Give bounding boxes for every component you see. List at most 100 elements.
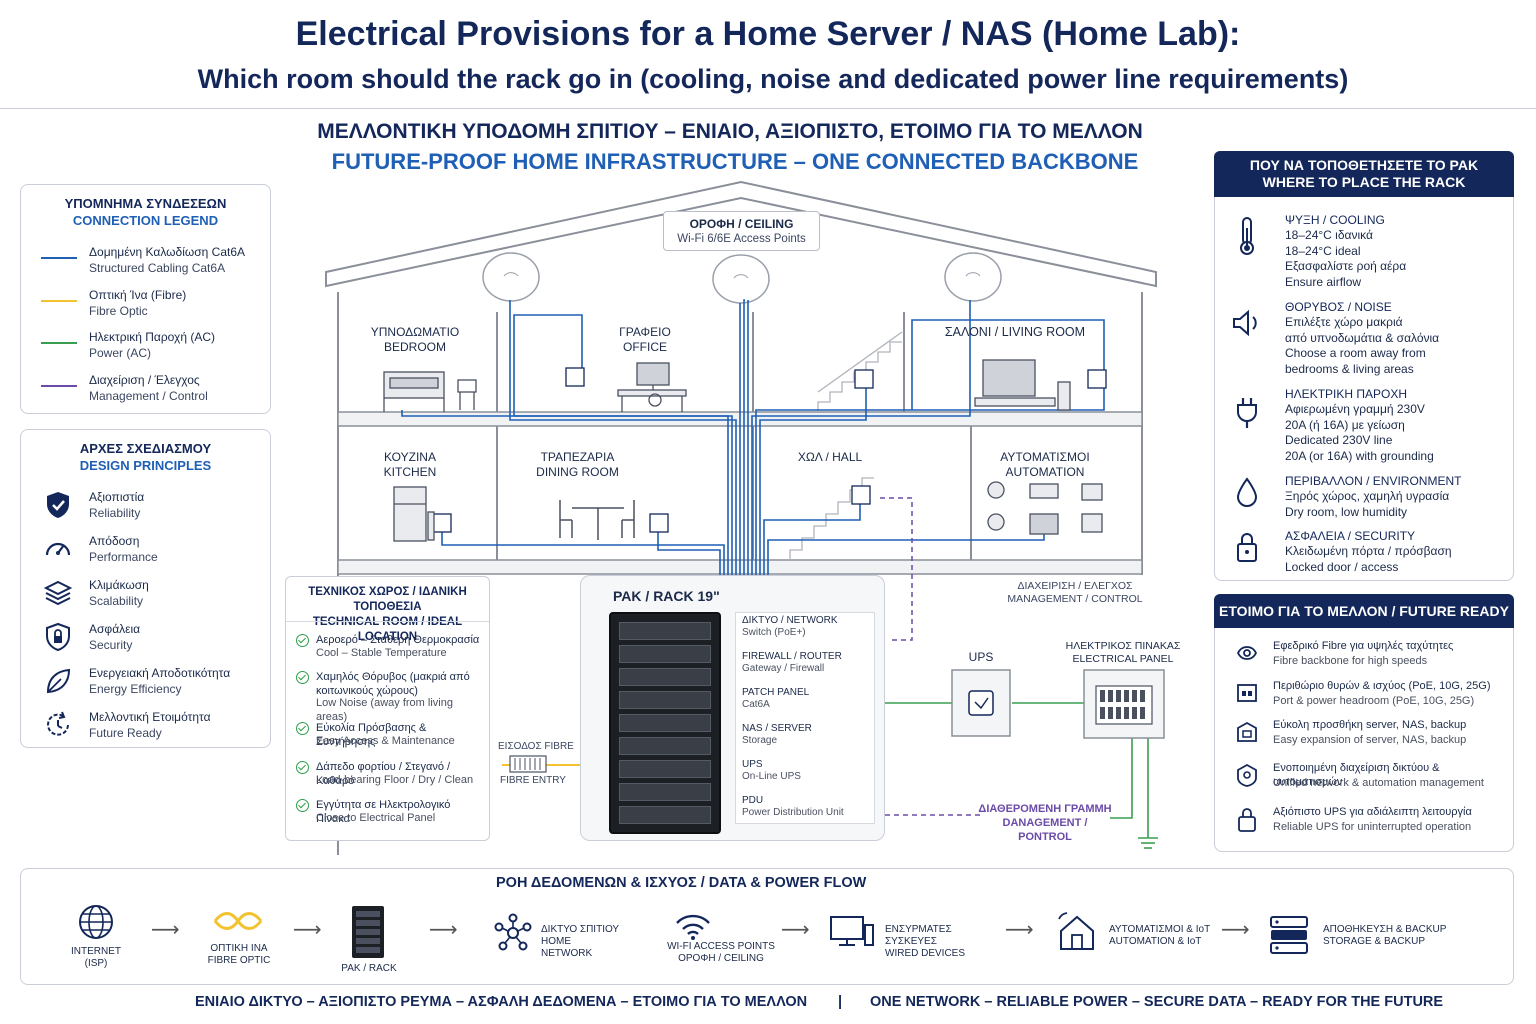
principle-label-gr: Ασφάλεια <box>89 622 141 636</box>
banner-greek: ΜΕΛΛΟΝΤΙΚΗ ΥΠΟΔΟΜΗ ΣΠΙΤΙΟΥ – ΕΝΙΑΙΟ, ΑΞΙ… <box>317 120 1143 143</box>
lock-icon <box>1237 533 1257 562</box>
legend-label-en: Fibre Optic <box>89 304 148 318</box>
room-label-en: BEDROOM <box>383 340 446 354</box>
flow-step-rack: ΡΑΚ / RACK <box>329 963 409 975</box>
electrical-panel-label-en: ELECTRICAL PANEL <box>1072 653 1174 665</box>
room-label: ΧΩΛ / HALL <box>797 450 863 464</box>
fibre-entry-label-gr: ΕΙΣΟΔΟΣ FIBRE <box>498 741 574 752</box>
management-label-en: MANAGEMENT / CONTROL <box>1007 593 1143 605</box>
room-label-gr: ΥΠΝΟΔΩΜΑΤΙΟ <box>370 325 460 339</box>
page-subtitle: Which room should the rack go in (coolin… <box>197 64 1349 94</box>
technical-item-en: Low Noise (away from living areas) <box>316 697 453 723</box>
principle-item-future-ready: Μελλοντική Ετοιμότητα Future Ready <box>21 708 270 744</box>
rack-item-en: Power Distribution Unit <box>742 807 844 818</box>
dedicated-line-label-gr: ΔΙΑΘΕΡΟΜΕΝΗ ΓΡΑΜΜΗ <box>978 803 1112 815</box>
future-item-gr: Αξιόπιστο UPS για αδιάλειπτη λειτουργία <box>1273 806 1472 818</box>
rack-unit <box>619 806 711 824</box>
dedicated-line-label-en: DANAGEMENT / PONTROL <box>1002 817 1088 843</box>
flow-step-l1: ΔΙΚΤΥΟ ΣΠΙΤΙΟΥ <box>541 924 620 935</box>
droplet-icon <box>1236 477 1258 507</box>
flow-step-l1: ΕΝΣΥΡΜΑΤΕΣ ΣΥΣΚΕΥΕΣ <box>885 924 952 947</box>
principles-title-en: DESIGN PRINCIPLES <box>79 458 212 473</box>
placement-line: Dry room, low humidity <box>1285 504 1408 519</box>
placement-line: Choose a room away from <box>1285 346 1426 360</box>
divider <box>286 621 489 622</box>
plug-icon <box>1237 398 1257 428</box>
principle-item-energy: Ενεργειακή Αποδοτικότητα Energy Efficien… <box>21 664 270 700</box>
fibre-line-swatch <box>41 300 77 302</box>
port-headroom-icon <box>1237 684 1257 702</box>
banner-english: FUTURE-PROOF HOME INFRASTRUCTURE – ONE C… <box>331 149 1139 174</box>
rack-unit <box>619 668 711 686</box>
thermometer-icon <box>1240 217 1254 255</box>
future-item-en: Port & power headroom (PoE, 10G, 25G) <box>1273 695 1475 707</box>
structured-cabling <box>401 299 1105 575</box>
legend-title-gr: ΥΠΟΜΝΗΜΑ ΣΥΝΔΕΣΕΩΝ <box>64 196 227 211</box>
placement-line: Επιλέξτε χώρο μακριά <box>1285 315 1403 329</box>
tv-unit <box>974 359 1071 411</box>
flow-step-l1: INTERNET <box>71 946 121 957</box>
technical-room-panel: ΤΕΧΝΙΚΟΣ ΧΩΡΟΣ / ΙΔΑΝΙΚΗ ΤΟΠΟΘΕΣΙΑ TECHN… <box>285 576 490 841</box>
rack-unit <box>619 760 711 778</box>
principle-label-en: Performance <box>89 550 158 564</box>
fibre-entry-label-en: FIBRE ENTRY <box>500 775 566 786</box>
technical-item-en: Easy Access & Maintenance <box>316 735 455 747</box>
rack-item-en: Cat6A <box>742 699 770 710</box>
flow-step-l2: FIBRE OPTIC <box>207 955 271 966</box>
connection-legend-panel: ΥΠΟΜΝΗΜΑ ΣΥΝΔΕΣΕΩΝ CONNECTION LEGEND Δομ… <box>20 184 271 414</box>
rack-item-gr: PDU <box>742 795 764 806</box>
ups-unit <box>951 669 1011 737</box>
placement-header: ΠΟΥ ΝΑ ΤΟΠΟΘΕΤΗΣΕΤΕ ΤΟ ΡΑΚ WHERE TO PLAC… <box>1214 151 1514 197</box>
principle-label-en: Future Ready <box>89 726 162 740</box>
flow-step-l2: HOME NETWORK <box>541 936 593 959</box>
principle-label-gr: Αξιοπιστία <box>89 490 145 504</box>
electrical-panel-label-gr: ΗΛΕΚΤΡΙΚΟΣ ΠΙΝΑΚΑΣ <box>1065 640 1181 652</box>
flow-step-l1: ΡΑΚ / RACK <box>341 963 397 974</box>
room-label-gr: ΓΡΑΦΕΙΟ <box>619 325 671 339</box>
rack-unit <box>619 645 711 663</box>
footer-greek: ΕΝΙΑΙΟ ΔΙΚΤΥΟ – ΑΞΙΟΠΙΣΤΟ ΡΕΥΜΑ – ΑΣΦΑΛΗ… <box>195 994 808 1010</box>
future-item-gr: Εύκολη προσθήκη server, NAS, backup <box>1273 719 1467 731</box>
legend-label-en: Power (AC) <box>89 346 152 360</box>
principle-label-gr: Μελλοντική Ετοιμότητα <box>89 710 211 724</box>
technical-item-gr: Χαμηλός Θόρυβος (μακριά από κοιτωνικούς … <box>316 671 470 697</box>
placement-line: από υπνοδωμάτια & σαλόνια <box>1285 330 1440 345</box>
network-nodes-icon <box>494 913 532 951</box>
principle-label-gr: Απόδοση <box>89 534 140 548</box>
bed-furniture <box>383 371 445 412</box>
future-title: ΕΤΟΙΜΟ ΓΙΑ ΤΟ ΜΕΛΛΟΝ / FUTURE READY <box>1214 594 1514 628</box>
rack-item-gr: FIREWALL / ROUTER <box>742 651 842 662</box>
flow-step-l2: WIRED DEVICES <box>885 948 966 959</box>
principle-label-en: Security <box>89 638 133 652</box>
future-item-gr: Ενοποιημένη διαχείριση δικτύου & αυτοματ… <box>1273 762 1440 788</box>
desktop-icon <box>830 916 874 946</box>
technical-item-gr: Αεροερό – Σταθερή Θερμοκρασία <box>316 634 480 646</box>
flow-arrow-icon: ⟶ <box>429 919 458 941</box>
flow-title: ΡΟΗ ΔΕΔΟΜΕΝΩΝ & ΙΣΧΥΟΣ / DATA & POWER FL… <box>496 875 867 891</box>
shield-check-icon <box>47 492 69 518</box>
room-label-en: AUTOMATION <box>1005 465 1085 479</box>
rack-unit <box>619 737 711 755</box>
placement-line: Κλειδωμένη πόρτα / πρόσβαση <box>1285 544 1452 558</box>
storage-icon <box>1270 916 1308 954</box>
room-label-living: ΣΑΛΟΝΙ / LIVING ROOM <box>940 325 1090 340</box>
chair-furniture <box>457 379 477 410</box>
rack-item-gr: ΔΙΚΤΥΟ / NETWORK <box>742 615 838 626</box>
unified-management-icon <box>1237 763 1257 787</box>
legend-label-en: Structured Cabling Cat6A <box>89 261 226 275</box>
check-icon <box>296 634 309 647</box>
wifi-access-point <box>482 252 540 302</box>
flow-step-l2: STORAGE & BACKUP <box>1323 936 1426 947</box>
leaf-icon <box>46 668 71 694</box>
